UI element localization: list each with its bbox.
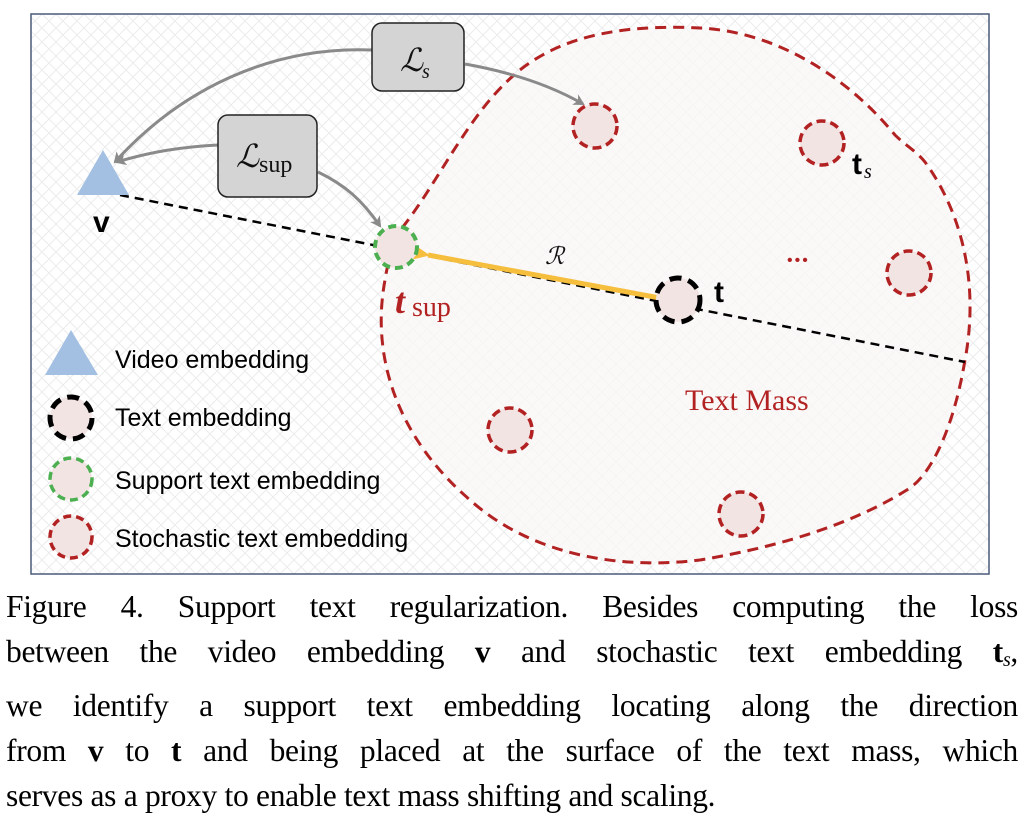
text-embedding	[653, 275, 703, 325]
loss-sup-subscript: sup	[259, 152, 292, 178]
loss-sup-box: ℒ sup	[217, 114, 318, 198]
caption-line: we identify a support text embedding loc…	[6, 688, 1018, 723]
caption-line: Figure 4. Support text regularization. B…	[6, 589, 1018, 624]
loss-s-symbol: ℒ	[400, 42, 424, 78]
legend-item: Support text embedding	[48, 456, 380, 502]
regularizer-arrow	[410, 244, 661, 301]
stochastic-embedding	[885, 249, 933, 297]
legend-item: Video embedding	[45, 330, 309, 375]
caption-line: serves as a proxy to enable text mass sh…	[6, 778, 716, 813]
legend-label: Video embedding	[115, 346, 309, 374]
regularizer-label: ℛ	[545, 244, 566, 270]
support-label-main: t	[395, 281, 406, 321]
loss-s-subscript: s	[422, 61, 430, 83]
text-mass-label: Text Mass	[685, 384, 809, 417]
support-label-subscript: sup	[412, 292, 451, 323]
green-dashed-circle-icon	[48, 456, 94, 502]
legend: Video embedding Text embedding Support t…	[45, 330, 408, 560]
figure-caption: Figure 4. Support text regularization. B…	[6, 584, 1018, 818]
red-dashed-circle-icon	[48, 514, 94, 560]
legend-label: Stochastic text embedding	[115, 525, 408, 553]
triangle-icon	[45, 330, 98, 375]
video-embedding-label: v	[93, 206, 110, 239]
stochastic-label-main: t	[852, 148, 862, 181]
video-embedding-triangle-icon	[77, 150, 129, 195]
stochastic-embedding	[798, 119, 846, 167]
loss-sup-arrow-to-v	[115, 143, 219, 166]
stochastic-label-subscript: s	[864, 161, 872, 183]
direction-line-v-to-t	[119, 193, 966, 364]
loss-s-arrow-to-v	[113, 48, 373, 164]
legend-item: Stochastic text embedding	[48, 514, 408, 560]
loss-sup-arrow-to-support	[317, 170, 382, 228]
loss-s-box: ℒ s	[371, 22, 465, 92]
legend-label: Support text embedding	[115, 467, 380, 495]
loss-s-arrow-to-stochastic	[464, 62, 585, 106]
text-embedding-label: t	[714, 276, 724, 309]
figure-diagram: ℒ s ℒ sup v ℛ t sup t t s ••• Text Mass …	[30, 13, 990, 575]
support-text-embedding	[373, 224, 419, 270]
legend-item: Text embedding	[47, 394, 292, 442]
caption-line: between the video embedding v and stocha…	[6, 634, 1018, 671]
caption-line: from v to t and being placed at the surf…	[6, 733, 1018, 768]
stochastic-embedding	[571, 102, 619, 150]
stochastic-embedding	[486, 406, 534, 454]
legend-label: Text embedding	[115, 404, 292, 432]
black-dashed-circle-icon	[47, 394, 95, 442]
loss-sup-symbol: ℒ	[236, 138, 260, 174]
stochastic-embedding	[717, 490, 765, 538]
ellipsis-more-samples: •••	[787, 252, 810, 269]
